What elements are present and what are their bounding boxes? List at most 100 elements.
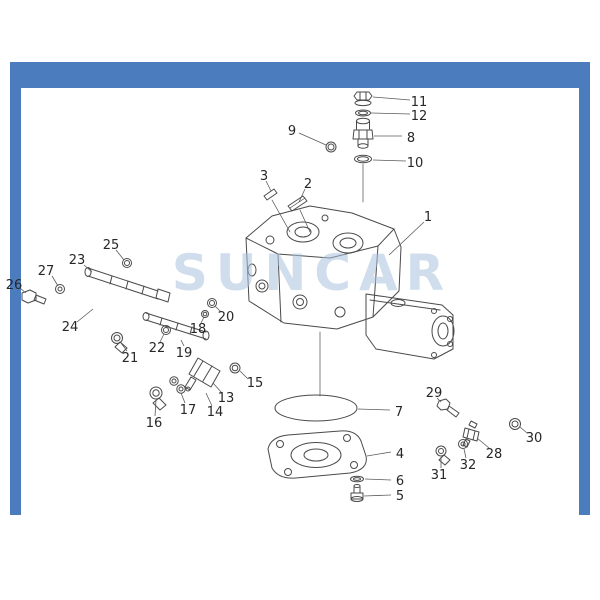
pump-body-boss-drawing bbox=[247, 263, 257, 277]
flange-bolt-hole bbox=[431, 352, 437, 358]
spool-23-collar-line bbox=[125, 280, 129, 290]
callout-label-20: 20 bbox=[218, 310, 235, 325]
bolt-5-shaft-top bbox=[353, 484, 361, 488]
callout-label-5: 5 bbox=[396, 489, 404, 504]
oring-10-drawing bbox=[354, 154, 372, 164]
plug-31-head-drawing bbox=[435, 445, 447, 457]
bolt-5-head-bottom bbox=[350, 496, 364, 502]
callout-leader-26 bbox=[19, 287, 27, 294]
callout-leader-22 bbox=[159, 333, 165, 343]
pump-body-port-inner bbox=[258, 282, 266, 290]
callout-leader-27 bbox=[51, 275, 59, 287]
callout-label-4: 4 bbox=[396, 447, 404, 462]
callout-label-32: 32 bbox=[460, 458, 477, 473]
pin-2-drawing bbox=[287, 195, 308, 212]
callout-leader-3 bbox=[265, 180, 272, 192]
callout-leader-18 bbox=[200, 316, 205, 324]
callout-label-26: 26 bbox=[6, 278, 23, 293]
bolt-29-shaft-drawing bbox=[446, 405, 460, 418]
callout-leader-32 bbox=[463, 448, 467, 459]
callout-leader-15 bbox=[239, 370, 249, 380]
cover-bolt-hole bbox=[276, 440, 284, 448]
callout-label-18: 18 bbox=[190, 322, 207, 337]
pump-bore-inner-drawing bbox=[339, 237, 357, 249]
pump-bore-drawing bbox=[286, 221, 320, 243]
pump-body-port-drawing bbox=[321, 214, 329, 222]
callout-leader-30 bbox=[519, 426, 528, 434]
callout-leader-2 bbox=[298, 188, 306, 203]
fitting-28-stem-drawing bbox=[468, 420, 478, 429]
oring-17-drawing bbox=[169, 376, 179, 386]
callout-label-12: 12 bbox=[411, 109, 428, 124]
spool-19-top-line bbox=[145, 312, 207, 333]
gear-flange-inner-drawing bbox=[437, 322, 449, 340]
cover-4-boss-drawing bbox=[290, 442, 342, 468]
callout-leader-9 bbox=[298, 132, 327, 146]
callout-leader-11 bbox=[372, 96, 411, 101]
callout-leader-7 bbox=[357, 408, 391, 411]
flange-bolt-hole bbox=[447, 316, 453, 322]
oring-30-drawing bbox=[509, 418, 521, 430]
callout-label-10: 10 bbox=[407, 156, 424, 171]
callout-leader-25 bbox=[115, 249, 125, 261]
callout-leader-1 bbox=[388, 221, 425, 256]
callout-label-11: 11 bbox=[411, 95, 428, 110]
oring-17-inner-drawing bbox=[178, 386, 184, 392]
callout-leader-6 bbox=[364, 478, 392, 481]
oring-25-inner-drawing bbox=[124, 260, 130, 266]
spool-23-end-cap bbox=[84, 267, 92, 277]
fitting-28-facet-line bbox=[466, 428, 470, 439]
valve-8-top-drawing bbox=[356, 117, 370, 125]
pump-body-right-edge bbox=[372, 245, 379, 318]
plug-21-stem-drawing bbox=[114, 341, 128, 354]
valve-8-hex-drawing bbox=[352, 129, 374, 140]
flange-bolt-hole bbox=[447, 341, 453, 347]
washer-32-drawing bbox=[458, 439, 468, 449]
pump-body-port-drawing bbox=[334, 306, 346, 318]
callout-label-21: 21 bbox=[122, 351, 139, 366]
valve-13-assembly-drawing bbox=[149, 357, 241, 411]
oring-25-drawing bbox=[122, 258, 132, 268]
washer-27-drawing bbox=[55, 284, 65, 294]
callout-leader-10 bbox=[372, 159, 407, 162]
callout-label-2: 2 bbox=[304, 177, 312, 192]
pump-body-front-edge bbox=[277, 253, 282, 323]
spool-23-bottom-line bbox=[87, 275, 159, 300]
callout-label-24: 24 bbox=[62, 320, 79, 335]
plug-16-stem-drawing bbox=[152, 397, 167, 411]
callout-label-19: 19 bbox=[176, 346, 193, 361]
callouts-layer: 1234567891011121314151617181920212223242… bbox=[6, 95, 543, 504]
plug-16-head-drawing bbox=[149, 386, 163, 400]
bolt-26-shaft-drawing bbox=[33, 294, 47, 305]
fitting-28-facet-line bbox=[472, 430, 476, 441]
valve-13-facet-line bbox=[193, 360, 204, 377]
gear-housing-outline bbox=[365, 293, 454, 360]
frame-top-bar bbox=[10, 62, 590, 88]
pump-body-drawing bbox=[245, 205, 402, 397]
callout-leader-17 bbox=[180, 392, 186, 404]
washer-6-drawing bbox=[350, 475, 364, 483]
oring-17-inner-drawing bbox=[171, 378, 177, 384]
oring-15-inner-drawing bbox=[231, 364, 239, 372]
callout-leader-19 bbox=[180, 339, 185, 347]
right-fitting-assembly-drawing bbox=[435, 398, 521, 466]
gear-housing-ridge-line bbox=[369, 299, 441, 311]
callout-label-27: 27 bbox=[38, 264, 55, 279]
pin-3-drawing bbox=[263, 188, 278, 201]
callout-leader-21 bbox=[120, 342, 128, 352]
gear-housing-port-drawing bbox=[390, 299, 406, 307]
callout-label-25: 25 bbox=[103, 238, 120, 253]
washer-32-inner-drawing bbox=[460, 441, 466, 447]
oring-7-drawing bbox=[274, 394, 358, 422]
spool-23-collar-line bbox=[109, 275, 113, 285]
cover-bolt-hole bbox=[284, 468, 292, 476]
cover-bolt-hole bbox=[350, 461, 358, 469]
oring-10-inner-drawing bbox=[357, 156, 369, 162]
callout-leader-23 bbox=[83, 264, 93, 273]
spool-23-top-line bbox=[87, 267, 159, 292]
valve-13-facet-line bbox=[202, 365, 213, 382]
valve-8-tip-drawing bbox=[357, 143, 369, 149]
callout-label-22: 22 bbox=[149, 341, 166, 356]
